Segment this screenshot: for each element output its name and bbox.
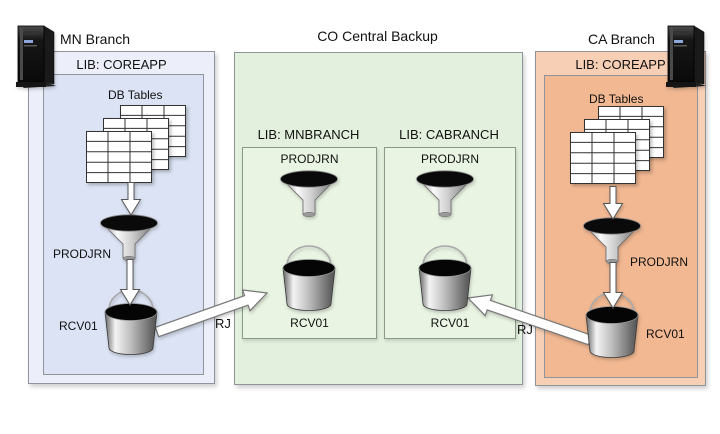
receiver-bucket-icon (104, 289, 158, 355)
central-ca-journal-label: PRODJRN (420, 152, 479, 166)
central-mn-journal-label: PRODJRN (280, 152, 339, 166)
mn-receiver-label: RCV01 (59, 319, 98, 333)
ca-db-tables-label: DB Tables (589, 92, 644, 106)
central-mnbranch-lib-header: LIB: MNBRANCH (257, 127, 360, 142)
central-backup-box: LIB: MNBRANCH PRODJRN RCV01 LIB: CABRANC… (234, 52, 523, 385)
journal-funnel-icon (100, 214, 158, 261)
flow-arrow-icon (602, 186, 624, 220)
central-mnbranch-lib-box: PRODJRN RCV01 (242, 147, 377, 339)
central-mn-receiver-label: RCV01 (290, 316, 329, 330)
mn-lib-header: LIB: COREAPP (76, 57, 167, 72)
db-table-sheet-icon (86, 131, 152, 183)
receiver-bucket-icon (282, 245, 336, 311)
flow-arrow-icon (119, 259, 141, 306)
central-cabranch-lib-header: LIB: CABRANCH (399, 127, 499, 142)
central-ca-receiver-label: RCV01 (430, 316, 470, 330)
receiver-bucket-icon (585, 292, 639, 358)
receiver-bucket-icon (418, 245, 472, 311)
ca-lib-header: LIB: COREAPP (575, 57, 666, 72)
journal-funnel-icon (583, 217, 641, 264)
ca-receiver-label: RCV01 (646, 327, 685, 341)
ca-branch-title: CA Branch (588, 31, 655, 47)
rj-label-left: RJ (215, 316, 231, 331)
db-table-sheet-icon (570, 132, 636, 184)
journal-funnel-icon (416, 170, 474, 217)
central-title: CO Central Backup (317, 28, 438, 44)
rj-label-right: RJ (517, 322, 533, 337)
mn-branch-title: MN Branch (60, 31, 131, 47)
rj-arrow-ca-to-central-icon (466, 294, 593, 346)
ca-journal-label: PRODJRN (630, 255, 689, 269)
mn-branch-box: LIB: COREAPP DB Tables (28, 51, 215, 384)
rj-arrow-mn-to-central-icon (154, 289, 269, 338)
flow-arrow-icon (120, 182, 142, 216)
mn-db-tables-label: DB Tables (108, 88, 163, 102)
server-tower-icon (16, 25, 56, 88)
server-tower-icon (666, 25, 706, 88)
mn-journal-label: PRODJRN (53, 247, 112, 261)
flow-arrow-icon (602, 262, 624, 309)
journal-funnel-icon (280, 170, 338, 217)
